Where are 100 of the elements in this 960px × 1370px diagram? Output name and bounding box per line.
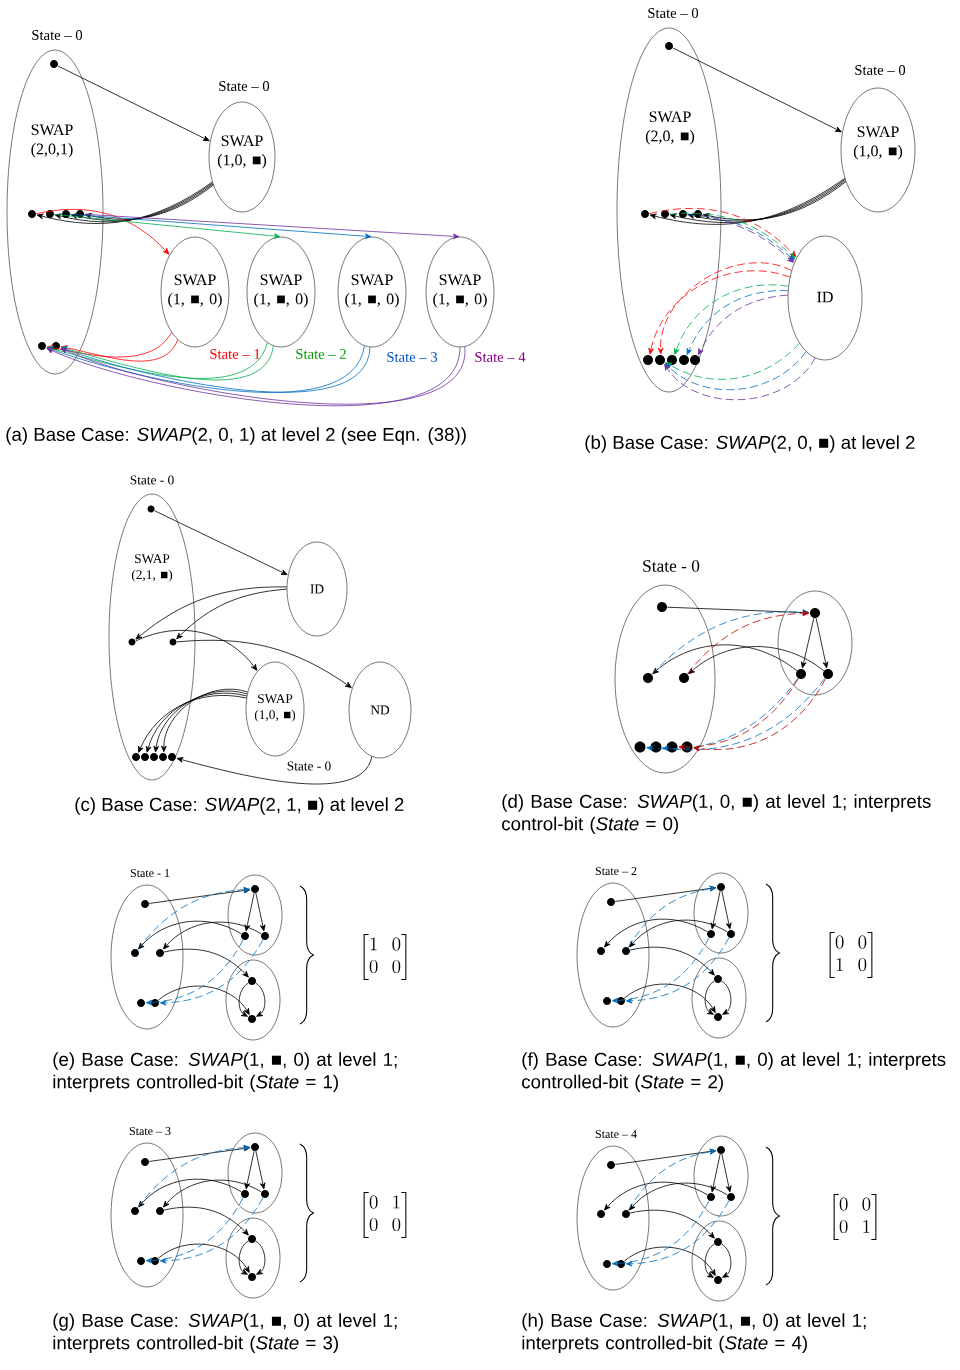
arrow [648,208,797,258]
matrix: $\begin{bmatrix}1 & 0\\ 0 & 0\end{bmatrix}$ [363,933,407,981]
caption: (g) Base Case: SWAP(1, ■, 0) at level 1; interprets controlled-bit (State = 3) [53,1313,397,1354]
arrow [664,351,807,391]
oval: SWAP (1, ■, 0) [425,236,495,348]
arrow [46,332,173,358]
arrow [627,885,717,948]
arrow [623,983,716,1013]
arrow [176,588,288,640]
arrow [138,1178,242,1208]
arrow [604,918,708,948]
oval: SWAP (2,0, ■) [616,27,722,393]
oval [227,874,283,956]
arrow [686,610,810,675]
oval: SWAP (1,0, ■) [245,661,305,757]
arrow [35,208,170,255]
arrow [721,1153,732,1193]
caption: (e) Base Case: SWAP(1, ■, 0) at level 1; interprets controlled-bit (State = 1) [53,1052,397,1093]
caption: (h) Base Case: SWAP(1, ■, 0) at level 1; interprets controlled-bit (State = 4) [522,1313,866,1354]
arrow [145,939,244,1006]
arrow [649,177,846,225]
arrow [672,47,842,133]
arrow [145,1197,244,1264]
arrow [800,617,815,669]
oval: SWAP (1,0, ■) [840,87,916,213]
arrow [148,887,251,904]
arrow [673,284,789,355]
arrow [238,982,249,1017]
arrow [611,1200,710,1267]
arrow [721,1243,732,1278]
oval [225,1217,281,1299]
state-label: State – 3 [129,1127,171,1136]
arrow [664,357,816,400]
arrow [710,890,721,930]
state-label: State - 0 [287,761,331,771]
arrow [701,214,794,263]
oval: SWAP (1, ■, 0) [246,236,316,348]
oval [693,1135,749,1217]
arrow [662,677,826,752]
arrow [244,892,255,932]
arrow [176,639,352,688]
oval: SWAP (1, ■, 0) [337,236,407,348]
state-label: State – 0 [32,30,83,40]
arrow [163,921,262,950]
arrow [704,1243,715,1278]
oval: ID [286,541,348,637]
arrow [627,1148,717,1211]
arrow [138,920,242,950]
oval: SWAP (1, ■, 0) [160,236,230,348]
oval [691,1220,747,1302]
oval: SWAP (2,1, ■) [108,493,196,781]
arrow [698,294,789,356]
state-label: State - 0 [643,560,700,572]
arrow [625,937,730,1004]
caption: (b) Base Case: SWAP(2, 0, ■) at level 2 [585,435,915,453]
state-label: State - 1 [130,869,170,878]
caption: (d) Base Case: SWAP(1, 0, ■) at level 1; interprets control-bit (State = 0) [502,794,931,835]
state-label: State – 4 [475,352,526,362]
arrow [255,892,266,932]
arrow [163,1206,249,1236]
caption: (c) Base Case: SWAP(2, 1, ■) at level 2 [75,797,404,815]
arrow [137,886,251,950]
arrow [135,586,288,640]
state-label: State – 2 [595,867,637,876]
arrow [255,1240,266,1275]
arrow [255,982,266,1017]
oval [691,957,747,1039]
arrow [815,617,829,669]
arrow [686,214,795,261]
arrow [693,678,826,752]
oval: SWAP (1,0, ■) [208,101,276,213]
arrow [148,1145,251,1162]
arrow [651,609,810,675]
oval [693,872,749,954]
arrow [669,178,846,223]
arrow [157,1243,250,1273]
arrow [652,644,798,675]
state-label: State – 0 [219,81,270,91]
caption: (f) Base Case: SWAP(1, ■, 0) at level 1; interprets controlled-bit (State = 2) [522,1052,946,1093]
arrow [646,677,799,751]
arrow [665,342,800,380]
arrow [688,646,825,675]
arrow [60,339,179,362]
arrow [255,1150,266,1190]
state-label: State – 0 [855,65,906,75]
arrow [159,1197,264,1264]
arrow [614,1148,717,1165]
arrow [678,678,799,750]
arrow [83,213,460,240]
arrow [611,937,710,1004]
arrow [629,946,715,976]
arrow [710,1153,721,1193]
arrow [57,65,210,142]
arrow [238,1240,249,1275]
arrow [154,510,288,575]
arrow [46,342,268,379]
oval: ID [787,235,863,361]
oval [227,1132,283,1214]
state-label: State – 0 [648,8,699,18]
oval [777,590,853,696]
